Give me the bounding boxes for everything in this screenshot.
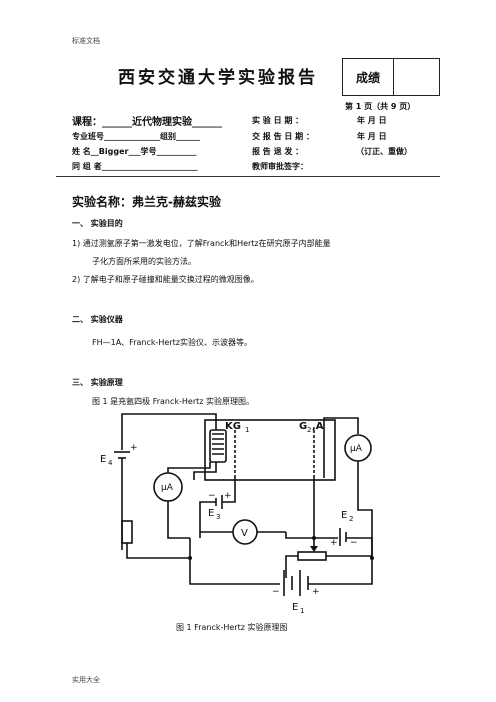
label-e1-minus: − (272, 587, 280, 597)
page-info: 第 1 页（共 9 页） (345, 102, 416, 111)
grade-box: 成绩 (342, 58, 440, 96)
label-e2: E (341, 510, 347, 521)
section-instruments-title: 二、 实验仪器 (72, 315, 123, 324)
principle-text: 图 1 是充氩四极 Franck-Hertz 实验原理图。 (92, 397, 255, 406)
label-e3-minus: − (208, 491, 216, 501)
instruments-text: FH—1A、Franck-Hertz实验仪、示波器等。 (92, 338, 252, 347)
experiment-date-label: 实 验 日 期 ： (252, 116, 304, 125)
report-title: 西安交通大学实验报告 (118, 68, 318, 88)
grade-label: 成绩 (343, 59, 394, 95)
submit-date-label: 交 报 告 日 期 ： (252, 132, 314, 141)
section-purpose-title: 一、 实验目的 (72, 219, 123, 228)
label-e2-sub: 2 (349, 515, 353, 523)
purpose-item-2: 2) 了解电子和原子碰撞和能量交换过程的微观图像。 (72, 275, 259, 284)
divider (56, 176, 440, 177)
tube-outline (204, 419, 336, 481)
class-group-field: 专业班号______________组别______ (72, 132, 200, 141)
label-g2: G (299, 421, 307, 432)
grade-value-cell (394, 59, 439, 95)
experiment-date-value: 年 月 日 (357, 116, 387, 125)
teacher-signature-label: 教师审批签字： (252, 162, 308, 171)
course-field: 课程：______近代物理实验______ (72, 117, 222, 128)
purpose-item-1: 1) 通过测氩原子第一激发电位，了解Franck和Hertz在研究原子内部能量 (72, 239, 331, 248)
label-v: V (241, 528, 248, 539)
section-principle-title: 三、 实验原理 (72, 378, 123, 387)
left-rheostat (121, 520, 133, 544)
figure-caption: 图 1 Franck-Hertz 实验原理图 (176, 623, 288, 632)
filament-coil (209, 429, 227, 463)
label-left-ua: μA (161, 483, 174, 493)
potentiometer (297, 551, 327, 561)
label-e3-plus: + (224, 491, 232, 501)
label-e4-sub: 4 (108, 459, 113, 467)
label-right-ua: μA (350, 444, 363, 454)
header-label: 标准文档 (72, 37, 100, 45)
name-id-field: 姓 名__Bigger___学号__________ (72, 147, 197, 156)
label-anode: ,A (312, 421, 324, 432)
franck-hertz-circuit-diagram: KG 1 G 2 ,A E 4 + μA μA V E 3 − + E 2 + … (100, 413, 374, 615)
experiment-title: 实验名称：弗兰克-赫兹实验 (72, 195, 221, 209)
report-return-value: （订正、重做） (356, 147, 412, 156)
label-e1-plus: + (312, 587, 320, 597)
label-kg: KG (225, 421, 241, 432)
label-e1-sub: 1 (300, 607, 304, 615)
label-e4-plus: + (130, 443, 138, 453)
potentiometer-arrow (310, 546, 318, 552)
label-e4: E (100, 454, 106, 465)
label-e2-minus: − (350, 538, 358, 548)
label-e3: E (208, 508, 214, 519)
label-kg-sub: 1 (245, 426, 249, 434)
partner-field: 同 组 者________________________ (72, 162, 198, 171)
purpose-item-1-cont: 子化方面所采用的实验方法。 (92, 257, 196, 266)
label-g2-sub: 2 (307, 426, 311, 434)
label-e1: E (292, 602, 298, 613)
footer-label: 实用大全 (72, 676, 100, 684)
submit-date-value: 年 月 日 (357, 132, 387, 141)
report-return-label: 报 告 退 发 ： (252, 147, 304, 156)
label-e3-sub: 3 (216, 513, 220, 521)
label-e2-plus: + (330, 538, 338, 548)
